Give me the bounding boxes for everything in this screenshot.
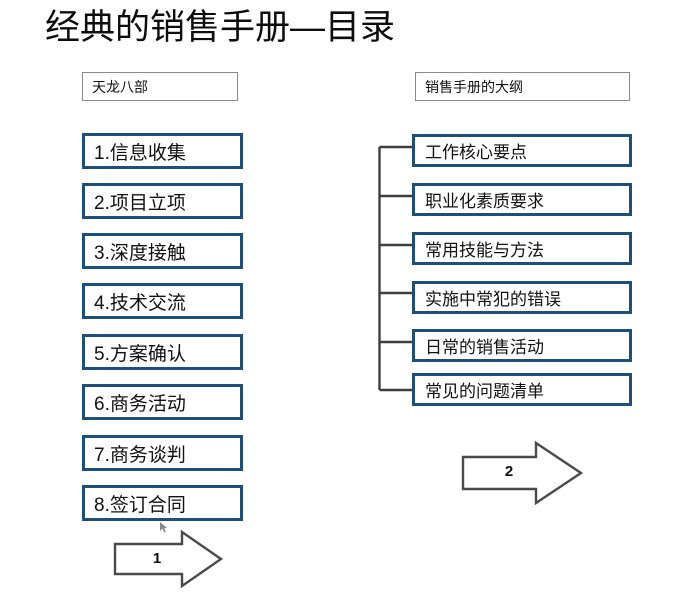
left-list-item-7[interactable]: 7.商务谈判 xyxy=(82,435,243,471)
right-list-item-3[interactable]: 常用技能与方法 xyxy=(412,232,632,265)
right-list-item-5[interactable]: 日常的销售活动 xyxy=(412,329,632,362)
right-arrow-icon xyxy=(113,529,224,589)
left-list-item-label: 8.签订合同 xyxy=(94,494,186,516)
flow-arrow-1-label: 1 xyxy=(152,550,162,567)
right-list-item-label: 常见的问题清单 xyxy=(425,382,544,401)
right-list-item-label: 常用技能与方法 xyxy=(425,241,544,260)
right-arrow-icon xyxy=(461,440,584,506)
left-list-item-5[interactable]: 5.方案确认 xyxy=(82,334,243,370)
left-list-item-4[interactable]: 4.技术交流 xyxy=(82,283,243,319)
left-list-item-8[interactable]: 8.签订合同 xyxy=(82,485,243,521)
left-list-item-label: 5.方案确认 xyxy=(94,343,186,365)
tree-bracket-connector xyxy=(378,145,412,392)
right-list-item-1[interactable]: 工作核心要点 xyxy=(412,134,632,167)
left-list-item-6[interactable]: 6.商务活动 xyxy=(82,384,243,420)
left-list-item-label: 3.深度接触 xyxy=(94,242,186,264)
right-list-item-label: 日常的销售活动 xyxy=(425,338,544,357)
right-list-item-label: 实施中常犯的错误 xyxy=(425,290,561,309)
right-list-item-4[interactable]: 实施中常犯的错误 xyxy=(412,281,632,314)
left-column-header-label: 天龙八部 xyxy=(92,78,148,95)
right-column-header-label: 销售手册的大纲 xyxy=(425,78,523,95)
right-list-item-label: 工作核心要点 xyxy=(425,143,527,162)
flow-arrow-2[interactable]: 2 xyxy=(460,440,584,506)
left-list-item-label: 4.技术交流 xyxy=(94,292,186,314)
left-list-item-label: 7.商务谈判 xyxy=(94,444,186,466)
right-list-item-label: 职业化素质要求 xyxy=(425,192,544,211)
left-list-item-1[interactable]: 1.信息收集 xyxy=(82,133,243,169)
right-column-header-box[interactable]: 销售手册的大纲 xyxy=(415,72,630,101)
flow-arrow-1[interactable]: 1 xyxy=(112,529,224,589)
right-list-item-6[interactable]: 常见的问题清单 xyxy=(412,373,632,406)
right-list-item-2[interactable]: 职业化素质要求 xyxy=(412,183,632,216)
left-list-item-label: 1.信息收集 xyxy=(94,142,186,164)
flow-arrow-2-label: 2 xyxy=(504,463,514,480)
left-list-item-2[interactable]: 2.项目立项 xyxy=(82,183,243,219)
left-column-header-box[interactable]: 天龙八部 xyxy=(82,72,238,101)
mouse-cursor-icon xyxy=(160,522,168,533)
left-list-item-label: 6.商务活动 xyxy=(94,393,186,415)
page-title: 经典的销售手册—目录 xyxy=(45,8,396,47)
left-list-item-3[interactable]: 3.深度接触 xyxy=(82,233,243,269)
left-list-item-label: 2.项目立项 xyxy=(94,192,186,214)
